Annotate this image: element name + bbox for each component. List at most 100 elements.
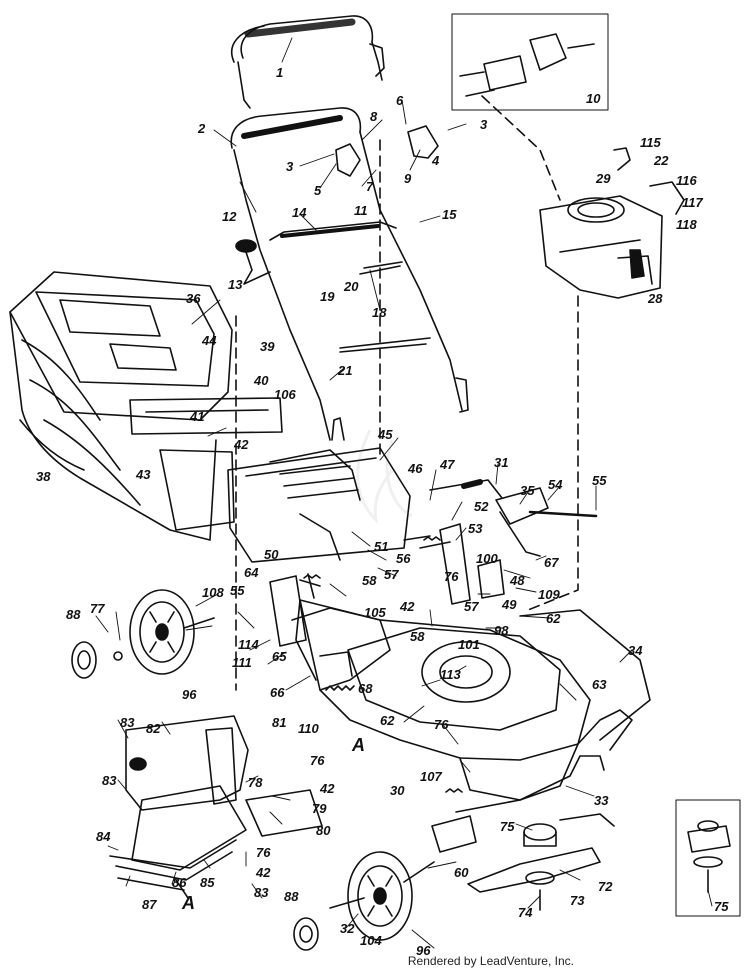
callout-72: 72	[598, 879, 613, 894]
callout-58: 58	[410, 629, 425, 644]
callout-88: 88	[284, 889, 299, 904]
callout-8: 8	[370, 109, 378, 124]
callout-53: 53	[468, 521, 483, 536]
callout-29: 29	[596, 171, 611, 186]
callout-83: 83	[254, 885, 269, 900]
callout-83: 83	[120, 715, 135, 730]
callout-49: 49	[502, 597, 517, 612]
callout-22: 22	[654, 153, 669, 168]
callout-114: 114	[238, 637, 259, 652]
callout-3: 3	[286, 159, 294, 174]
callout-86: 86	[172, 875, 187, 890]
callout-57: 57	[464, 599, 479, 614]
footer-credit: Rendered by LeadVenture, Inc.	[407, 954, 574, 968]
grass-catcher	[9, 271, 283, 541]
callout-75: 75	[714, 899, 729, 914]
callout-43: 43	[136, 467, 151, 482]
callout-30: 30	[390, 783, 405, 798]
callout-110: 110	[298, 721, 319, 736]
callout-62: 62	[546, 611, 561, 626]
inset-75	[675, 799, 741, 917]
crossbar	[269, 221, 397, 241]
callout-106: 106	[274, 387, 296, 402]
callout-44: 44	[202, 333, 217, 348]
callout-82: 82	[146, 721, 161, 736]
leadventure-watermark	[356, 429, 413, 525]
callout-9: 9	[404, 171, 412, 186]
callout-63: 63	[592, 677, 607, 692]
inset-10	[451, 13, 609, 111]
callout-28: 28	[648, 291, 663, 306]
side-discharge	[109, 715, 323, 899]
callout-96: 96	[416, 943, 431, 958]
callout-1: 1	[276, 65, 284, 80]
callout-4: 4	[432, 153, 440, 168]
callout-55: 55	[230, 583, 245, 598]
callout-13: 13	[228, 277, 243, 292]
callout-62: 62	[380, 713, 395, 728]
callout-39: 39	[260, 339, 275, 354]
callout-78: 78	[248, 775, 263, 790]
callout-79: 79	[312, 801, 327, 816]
callout-111: 111	[232, 655, 252, 670]
callout-21: 21	[338, 363, 353, 378]
callout-87: 87	[142, 897, 157, 912]
callout-54: 54	[548, 477, 563, 492]
callout-41: 41	[190, 409, 205, 424]
callout-80: 80	[316, 823, 331, 838]
callout-65: 65	[272, 649, 287, 664]
callout-100: 100	[476, 551, 498, 566]
callout-10: 10	[586, 91, 601, 106]
trailing-shield	[519, 609, 651, 741]
callout-47: 47	[440, 457, 455, 472]
callout-76: 76	[434, 717, 449, 732]
callout-56: 56	[396, 551, 411, 566]
callout-107: 107	[420, 769, 442, 784]
callout-85: 85	[200, 875, 215, 890]
callout-36: 36	[186, 291, 201, 306]
callout-73: 73	[570, 893, 585, 908]
callout-98: 98	[494, 623, 509, 638]
callout-76: 76	[310, 753, 325, 768]
callout-35: 35	[520, 483, 535, 498]
callout-A: A	[352, 735, 365, 755]
callout-96: 96	[182, 687, 197, 702]
lower-handle	[230, 107, 469, 441]
callout-76: 76	[444, 569, 459, 584]
callout-42: 42	[400, 599, 415, 614]
callout-55: 55	[592, 473, 607, 488]
callout-33: 33	[594, 793, 609, 808]
callout-34: 34	[628, 643, 643, 658]
mower-deck	[295, 599, 633, 801]
callout-66: 66	[270, 685, 285, 700]
callout-84: 84	[96, 829, 111, 844]
callout-31: 31	[494, 455, 509, 470]
callout-15: 15	[442, 207, 457, 222]
callout-18: 18	[372, 305, 387, 320]
callout-40: 40	[254, 373, 269, 388]
callout-50: 50	[264, 547, 279, 562]
callout-48: 48	[510, 573, 525, 588]
callout-32: 32	[340, 921, 355, 936]
callout-83: 83	[102, 773, 117, 788]
callout-14: 14	[292, 205, 307, 220]
callout-57: 57	[384, 567, 399, 582]
callout-117: 117	[682, 195, 703, 210]
rear-chute	[227, 447, 411, 563]
callout-115: 115	[640, 135, 661, 150]
callout-38: 38	[36, 469, 51, 484]
callout-68: 68	[358, 681, 373, 696]
callout-46: 46	[408, 461, 423, 476]
callout-20: 20	[344, 279, 359, 294]
callout-52: 52	[474, 499, 489, 514]
callout-64: 64	[244, 565, 259, 580]
callout-105: 105	[364, 605, 386, 620]
callout-118: 118	[676, 217, 697, 232]
callout-77: 77	[90, 601, 105, 616]
front-wheel	[293, 851, 435, 951]
callout-2: 2	[198, 121, 206, 136]
blade-assembly	[467, 813, 615, 911]
callout-42: 42	[320, 781, 335, 796]
engine	[539, 147, 685, 299]
